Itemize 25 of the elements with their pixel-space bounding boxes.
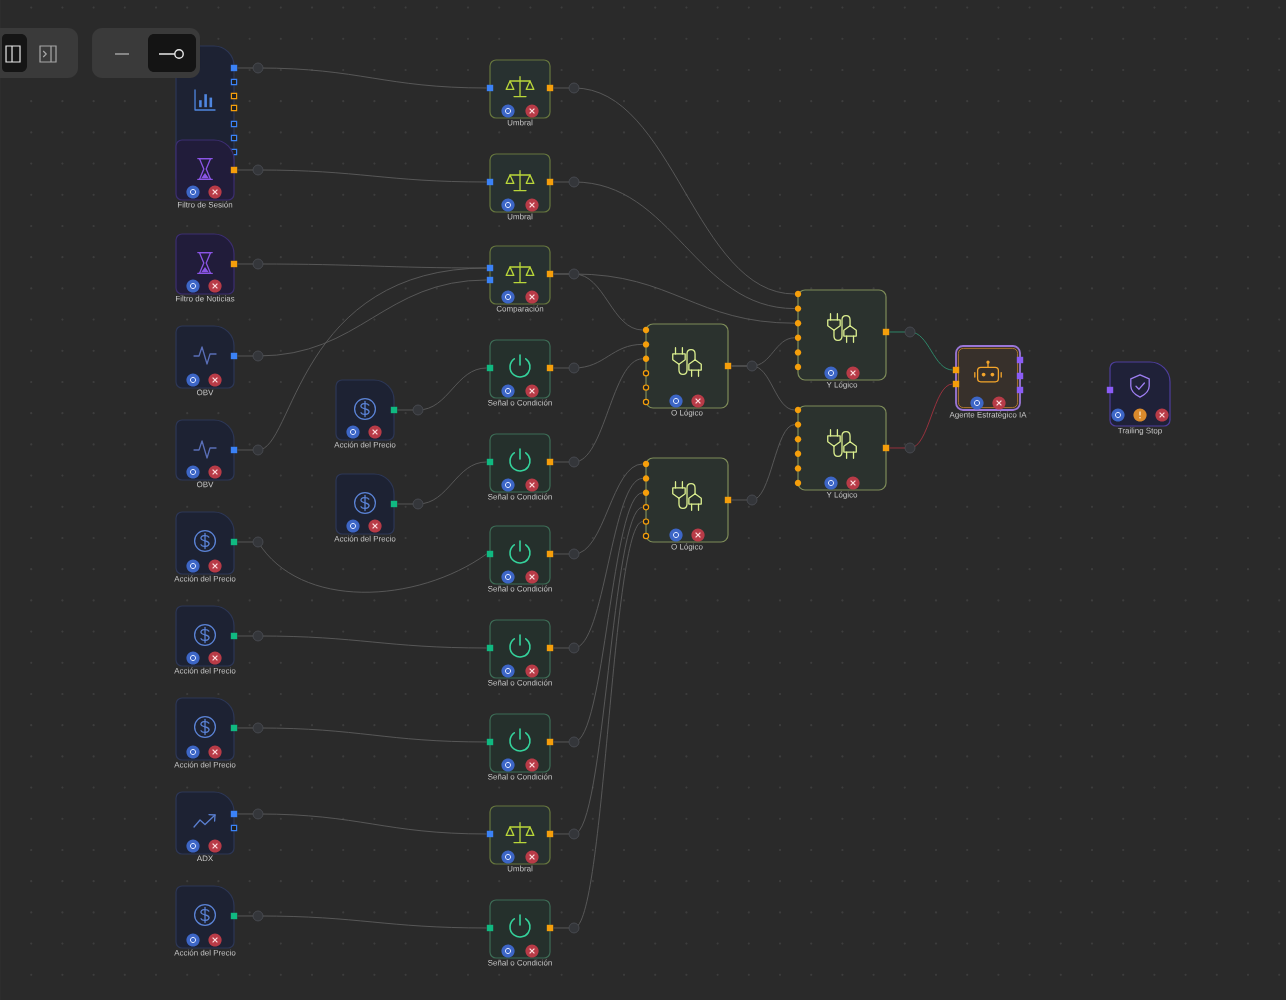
connector xyxy=(552,477,644,649)
connector xyxy=(236,541,488,593)
connector xyxy=(888,383,954,449)
connector xyxy=(236,727,488,743)
connector xyxy=(552,343,644,369)
connector xyxy=(236,813,488,835)
connector xyxy=(236,279,488,357)
connector xyxy=(236,169,488,183)
connector xyxy=(552,273,644,331)
connector xyxy=(236,67,488,89)
connector xyxy=(730,365,796,411)
connector xyxy=(552,506,644,835)
connector xyxy=(552,463,644,555)
connector xyxy=(730,424,796,501)
connector xyxy=(888,331,954,371)
connector xyxy=(396,367,488,411)
connector xyxy=(552,181,796,310)
connector xyxy=(552,87,796,295)
connector xyxy=(552,521,644,929)
connector xyxy=(236,635,488,649)
connector xyxy=(396,461,488,505)
connector xyxy=(236,915,488,929)
connector xyxy=(552,358,644,463)
connector xyxy=(236,267,488,451)
connector xyxy=(552,492,644,743)
